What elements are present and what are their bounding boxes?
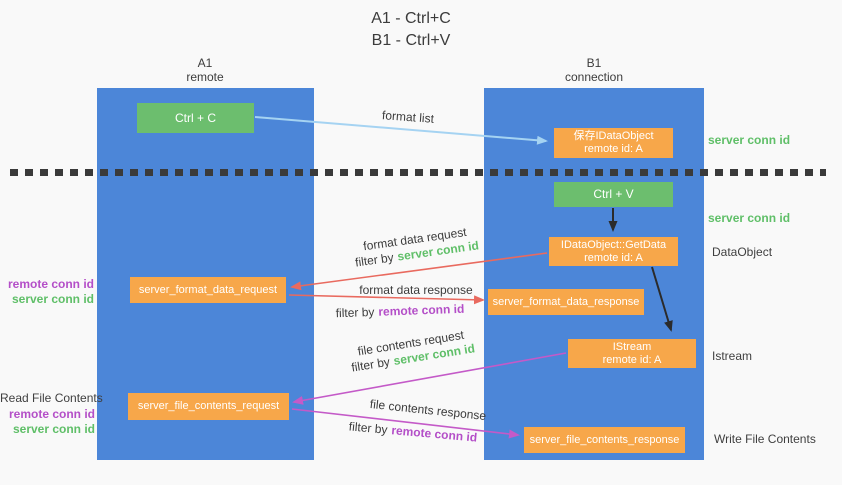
- format-data-response-label: format data response: [359, 283, 473, 297]
- ctrl-v-label: Ctrl + V: [593, 187, 634, 201]
- server-format-data-response-box: server_format_data_response: [488, 289, 644, 315]
- ctrl-c-box: Ctrl + C: [137, 103, 254, 133]
- filter-by-text: filter by: [348, 419, 389, 437]
- istream-box: IStream remote id: A: [568, 339, 696, 368]
- write-file-contents-label: Write File Contents: [714, 432, 816, 446]
- istream-line2: remote id: A: [602, 353, 662, 366]
- save-idataobject-line2: remote id: A: [584, 143, 643, 155]
- title-line-2: B1 - Ctrl+V: [371, 32, 451, 49]
- save-idataobject-box: 保存IDataObject remote id: A: [554, 128, 673, 158]
- left-column-role: remote: [186, 70, 224, 84]
- left-column-name: A1: [197, 56, 213, 70]
- copy-paste-divider-dotted-line: [10, 169, 826, 176]
- ctrl-v-box: Ctrl + V: [554, 182, 673, 207]
- idataobject-getdata-box: IDataObject::GetData remote id: A: [549, 237, 678, 266]
- dataobject-label: DataObject: [712, 245, 773, 259]
- remote-conn-id-label-bottom: remote conn id: [8, 407, 95, 421]
- server-conn-id-label-left-bottom: server conn id: [12, 422, 95, 436]
- istream-side-label: Istream: [712, 349, 753, 363]
- server-format-data-request-label: server_format_data_request: [138, 283, 278, 296]
- read-file-contents-label: Read File Contents: [0, 391, 103, 405]
- file-contents-response-label: file contents response: [369, 396, 487, 424]
- left-conn-id-group-bottom: remote conn id server conn id: [0, 407, 95, 437]
- title-line-1: A1 - Ctrl+C: [371, 10, 451, 27]
- remote-conn-id-text: remote conn id: [390, 423, 478, 445]
- filter-by-text: filter by: [335, 304, 375, 321]
- server-file-contents-request-box: server_file_contents_request: [128, 393, 289, 420]
- ctrl-c-label: Ctrl + C: [174, 110, 216, 125]
- right-column-header: B1 connection: [565, 56, 623, 84]
- diagram-title: A1 - Ctrl+C B1 - Ctrl+V: [371, 8, 451, 52]
- server-file-contents-response-label: server_file_contents_response: [529, 433, 680, 446]
- format-list-arrow-label: format list: [381, 108, 435, 126]
- istream-line1: IStream: [612, 340, 652, 353]
- server-format-data-response-label: server_format_data_response: [492, 295, 640, 308]
- server-format-data-request-box: server_format_data_request: [130, 277, 286, 303]
- server-conn-id-label-left-mid: server conn id: [11, 292, 94, 306]
- server-file-contents-request-label: server_file_contents_request: [137, 400, 280, 412]
- server-conn-id-label-mid: server conn id: [708, 211, 791, 225]
- getdata-line2: remote id: A: [584, 251, 643, 264]
- remote-conn-id-text: remote conn id: [378, 301, 465, 319]
- left-column-header: A1 remote: [186, 56, 223, 84]
- remote-conn-id-label-mid: remote conn id: [7, 277, 94, 291]
- server-file-contents-response-box: server_file_contents_response: [524, 427, 685, 453]
- getdata-line1: IDataObject::GetData: [560, 238, 667, 251]
- right-column-role: connection: [564, 70, 624, 84]
- left-conn-id-group-mid: remote conn id server conn id: [0, 277, 94, 307]
- save-idataobject-line1: 保存IDataObject: [573, 130, 654, 142]
- server-conn-id-label-top: server conn id: [708, 133, 791, 147]
- right-column-name: B1: [586, 56, 602, 70]
